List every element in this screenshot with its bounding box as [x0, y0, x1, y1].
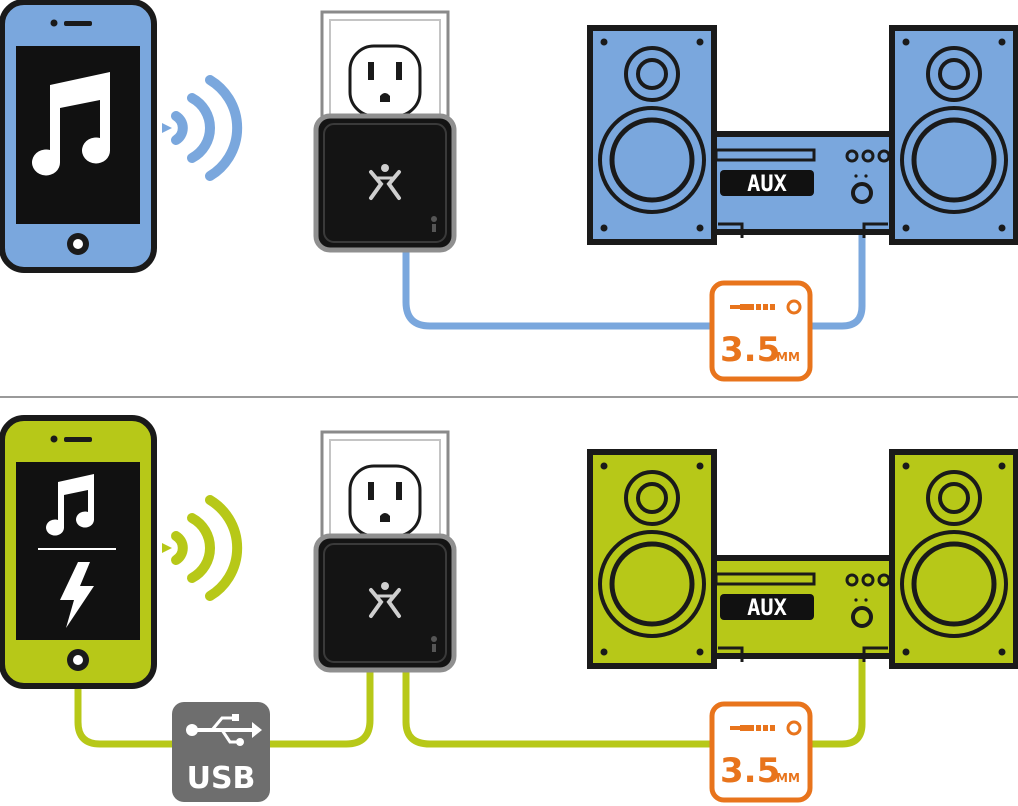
wireless-signal-icon — [162, 80, 238, 176]
jack-badge-size: 3.5 — [720, 751, 780, 791]
usb-badge-label: USB — [187, 761, 256, 796]
usb-badge: USB — [172, 702, 270, 802]
jack-badge-unit: MM — [776, 350, 800, 364]
phone — [2, 418, 154, 686]
music-note-icon — [32, 72, 111, 176]
scenario-1: AUX 3.5 MM — [2, 2, 1016, 379]
phone — [2, 2, 154, 270]
stereo-system — [590, 28, 1016, 242]
lightning-bolt-icon — [60, 562, 94, 628]
jack-badge-unit: MM — [776, 771, 800, 785]
cable-phone-to-usb — [74, 684, 174, 748]
cable-adapter-to-stereo — [402, 626, 866, 748]
wall-outlet-adapter — [316, 432, 454, 670]
stereo-system — [590, 452, 1016, 666]
music-note-icon — [46, 474, 94, 536]
jack-badge: 3.5 MM — [712, 283, 810, 379]
stereo-display: AUX — [747, 596, 787, 621]
cable-usb-to-adapter — [268, 670, 374, 748]
cable-adapter-to-stereo — [402, 200, 866, 330]
jack-badge-size: 3.5 — [720, 330, 780, 370]
wall-outlet-adapter — [316, 12, 454, 250]
stereo-display: AUX — [747, 172, 787, 197]
wireless-signal-icon — [162, 500, 238, 596]
usb-icon — [186, 714, 262, 746]
scenario-2: AUX USB 3.5 MM — [2, 418, 1016, 802]
jack-badge: 3.5 MM — [712, 704, 810, 800]
